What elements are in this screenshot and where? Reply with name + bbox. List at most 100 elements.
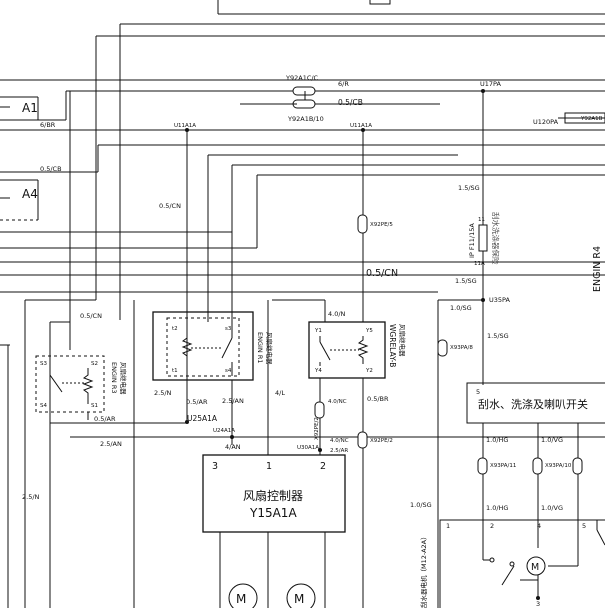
wiper-switch: 5 刮水、洗涤及喇叭开关 (466, 382, 605, 424)
fuse-id: IP F11/15A (468, 223, 476, 258)
wiper-motor-pin-1: 1 (446, 522, 450, 530)
relay-r1-id: ENGIN R1 (256, 332, 264, 364)
wiper-switch-pin: 5 (476, 388, 480, 396)
pin-x92pe-2-top: X92PE/2 (314, 417, 320, 440)
relay-r3-id: ENGIN R3 (110, 362, 118, 394)
relay-r1-pin-s4: s4 (225, 368, 232, 374)
wiper-motor-pin-4: 4 (537, 522, 541, 530)
wire-label-15sg-3: 1.5/SG (487, 332, 509, 340)
wire-label-6r: 6/R (338, 80, 349, 88)
connector-a4-label: A4 (22, 187, 38, 201)
wire-label-05cb-top: 0.5/CB (338, 98, 363, 107)
wire-label-25n-1: 2.5/N (154, 389, 172, 397)
pin-y92a1b-right: Y92A1B (580, 116, 603, 122)
splice-u11a1a-right: U11A1A (350, 123, 372, 129)
wire-label-40n: 4.0/N (328, 310, 346, 318)
relay-r3-name: 风扇继电器 (119, 362, 128, 395)
relay-b-pin-y5: Y5 (365, 328, 373, 334)
wire-label-6br: 6/BR (40, 121, 56, 129)
wire-label-25an-2: 2.5/AN (100, 440, 122, 448)
relay-engin-r3: S3 S2 S4 S1 ENGIN R3 风扇继电器 (35, 355, 128, 413)
wire-label-25an-1: 2.5/AN (222, 397, 244, 405)
wire-label-05cn-mid: 0.5/CN (366, 268, 398, 279)
engin-r4-label: ENGIN R4 (592, 246, 603, 292)
wire-label-10hg-2: 1.0/HG (486, 504, 508, 512)
connector-a1: A1 (0, 96, 39, 121)
wire-label-4an: 4/AN (225, 443, 241, 451)
wiper-motor-m: M (531, 562, 539, 573)
relay-b-name: 风扇继电器 (398, 324, 407, 357)
wire-label-10vg-1: 1.0/VG (541, 436, 563, 444)
top-harness-lines (0, 0, 605, 293)
wire-label-10vg-2: 1.0/VG (541, 504, 563, 512)
relay-r3-pin-s1: S1 (91, 403, 98, 409)
wiper-motor-label: 刮水器电机（M12-A2A） (419, 533, 428, 608)
fan-motor-left-m: M (236, 592, 246, 606)
fan-controller-pin-1: 1 (266, 461, 272, 472)
relay-b-id: WGRELAY-B (388, 324, 397, 367)
wire-label-10sg-1: 1.0/SG (450, 304, 472, 312)
connector-a4: A4 (0, 179, 39, 221)
wire-label-4l: 4/L (275, 389, 285, 397)
fan-controller: 3 1 2 风扇控制器 Y15A1A (202, 454, 346, 533)
wire-label-05br: 0.5/BR (367, 395, 389, 403)
relay-r3-pin-s2: S2 (91, 361, 98, 367)
wire-label-40nc: 4.0/NC (328, 399, 347, 405)
relay-r1-pin-s3: s3 (225, 326, 232, 332)
wiper-motor-pin-2: 2 (490, 522, 494, 530)
pin-y92a1b-10: Y92A1B/10 (287, 115, 324, 123)
pin-x92pe-2-bottom: X92PE/2 (370, 438, 393, 444)
splice-u120pa: U120PA (533, 118, 559, 126)
fan-controller-pin-3: 3 (212, 461, 218, 472)
relay-r1-pin-t2: t2 (172, 326, 178, 332)
wiper-motor: 1 2 4 5 刮水器电机（M12-A2A） M 3 (419, 519, 605, 608)
fan-controller-pin-2: 2 (320, 461, 326, 472)
relay-r1-name: 风扇继电器 (265, 332, 274, 365)
connector-a1-label: A1 (22, 101, 38, 115)
relay-r1-pin-t1: t1 (172, 368, 178, 374)
wire-label-10hg-1: 1.0/HG (486, 436, 508, 444)
pin-x92pe-5: X92PE/5 (370, 222, 393, 228)
wire-label-05cb-left: 0.5/CB (40, 165, 62, 173)
wire-label-15sg-2: 1.5/SG (455, 277, 477, 285)
wiper-motor-pin-5: 5 (582, 522, 586, 530)
relay-b-pin-y4: Y4 (314, 368, 322, 374)
wiper-switch-title: 刮水、洗涤及喇叭开关 (478, 397, 588, 411)
relay-engin-r1: t2 s3 t1 s4 ENGIN R1 风扇继电器 (152, 311, 274, 381)
splice-u24a1a: U24A1A (213, 428, 235, 434)
wire-label-40nc-2: 4.0/NC (330, 438, 349, 444)
wire-label-25n-2: 2.5/N (22, 493, 40, 501)
relay-r3-pin-s4: S4 (40, 403, 47, 409)
wire-label-10sg-2: 1.0/SG (410, 501, 432, 509)
wire-label-05cn-left: 0.5/CN (159, 202, 181, 210)
fan-motors: M M (219, 532, 326, 608)
splice-u30a1a: U30A1A (297, 445, 319, 451)
splice-u11a1a-left: U11A1A (174, 123, 196, 129)
relay-b-pin-y2: Y2 (365, 368, 373, 374)
relay-r3-pin-s3: S3 (40, 361, 47, 367)
wire-label-05ar-1: 0.5/AR (186, 398, 208, 406)
fuse-pin-bottom: 11A (474, 261, 485, 267)
fan-controller-title: 风扇控制器 (243, 488, 303, 503)
pin-x93pa-10: X93PA/10 (545, 463, 572, 469)
wire-label-05ar-2: 0.5/AR (94, 415, 116, 423)
fan-motor-right-m: M (294, 592, 304, 606)
fuse-ip-f11: 11 11A IP F11/15A 刮水洗涤器保险 (468, 212, 501, 300)
splice-u25a1a: U25A1A (187, 414, 218, 423)
relay-b-pin-y1: Y1 (314, 328, 322, 334)
pin-x93pa-8: X93PA/8 (450, 345, 473, 351)
relay-wgrelay-b: Y1 Y5 Y4 Y2 WGRELAY-B 风扇继电器 (308, 321, 407, 379)
splice-u35pa: U35PA (489, 296, 511, 304)
wire-label-25ar: 2.5/AR (330, 448, 348, 454)
fuse-pin-top: 11 (478, 217, 485, 223)
wire-label-05cn-low: 0.5/CN (80, 312, 102, 320)
pin-y92a1c-c: Y92A1C/C (285, 74, 319, 82)
fuse-note: 刮水洗涤器保险 (491, 212, 501, 265)
pin-x93pa-11: X93PA/11 (490, 463, 516, 469)
fan-controller-code: Y15A1A (249, 506, 297, 520)
splice-u17pa: U17PA (480, 80, 502, 88)
connector-y92a1: Y92A1C/C Y92A1B/10 6/R 0.5/CB (240, 74, 440, 123)
wiper-motor-pin-3: 3 (536, 600, 540, 608)
wire-label-15sg-1: 1.5/SG (458, 184, 480, 192)
